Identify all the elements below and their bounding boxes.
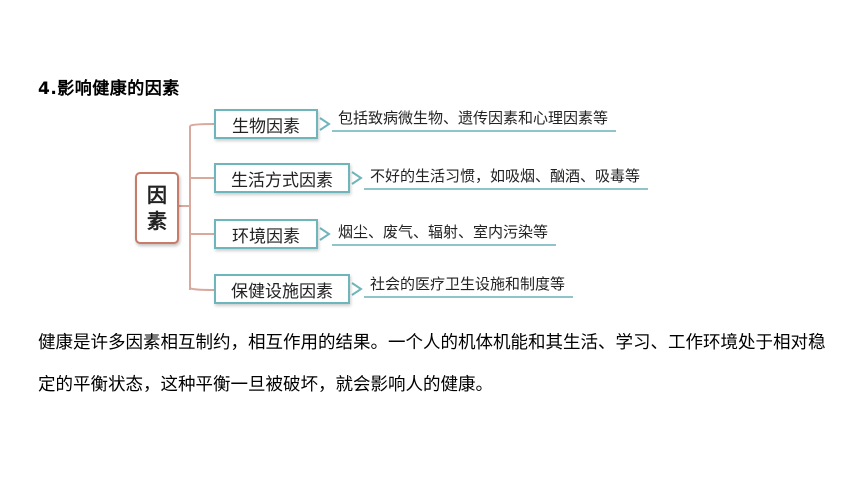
desc-biological: 包括致病微生物、遗传因素和心理因素等 xyxy=(332,104,617,132)
arrow-1 xyxy=(319,117,331,131)
node-health-facilities: 保健设施因素 xyxy=(214,274,350,304)
desc-health-facilities: 社会的医疗卫生设施和制度等 xyxy=(364,270,574,298)
node-biological: 生物因素 xyxy=(214,109,318,139)
arrow-4 xyxy=(351,282,363,296)
section-title: 4.影响健康的因素 xyxy=(38,79,180,99)
connector-branch-1 xyxy=(189,123,215,127)
root-char-2: 素 xyxy=(147,209,167,233)
arrow-2 xyxy=(351,171,363,185)
body-paragraph: 健康是许多因素相互制约，相互作用的结果。一个人的机体机能和其生活、学习、工作环境… xyxy=(38,333,826,395)
desc-environment: 烟尘、废气、辐射、室内污染等 xyxy=(332,218,557,246)
root-node: 因 素 xyxy=(135,172,179,244)
desc-lifestyle: 不好的生活习惯，如吸烟、酗酒、吸毒等 xyxy=(364,162,649,190)
node-environment: 环境因素 xyxy=(214,219,318,249)
node-lifestyle: 生活方式因素 xyxy=(214,163,350,193)
arrow-3 xyxy=(319,227,331,241)
root-char-1: 因 xyxy=(147,183,167,207)
connector-branch-4 xyxy=(189,287,215,291)
